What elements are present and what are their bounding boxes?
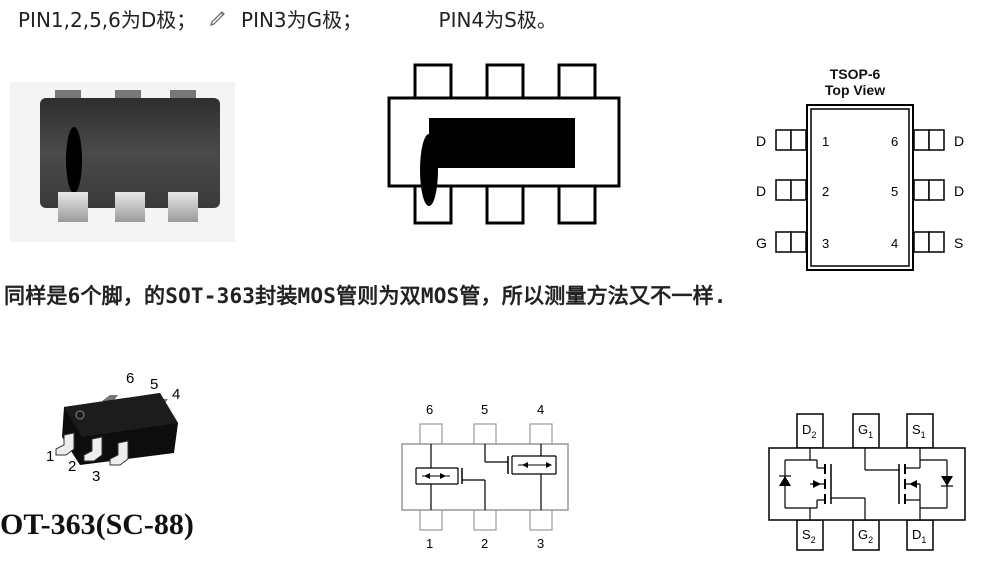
marking-block <box>429 118 575 168</box>
pin-g-text: PIN3为G极； <box>241 8 363 32</box>
pin1-marker <box>66 127 82 193</box>
pencil-icon <box>203 8 233 32</box>
right-pin-number: 4 <box>891 236 898 251</box>
chip-pin-bottom <box>168 192 198 222</box>
pin-number-top: 6 <box>126 370 134 387</box>
pin-d-text: PIN1,2,5,6为D极； <box>18 8 197 32</box>
right-pin-number: 6 <box>891 134 898 149</box>
tsop6-top-view-title: TSOP-6 Top View <box>808 66 902 98</box>
pin-number-bottom: 2 <box>68 458 76 475</box>
pin-label-g2: G2 <box>858 527 873 545</box>
pin-s-text: PIN4为S极。 <box>438 8 557 32</box>
chip-pin-bottom <box>58 192 88 222</box>
tsop6-pinout: D D G 1 2 3 6 5 4 D D S <box>756 104 964 271</box>
schematic-pin-top: 5 <box>481 402 488 417</box>
schematic-pin-top: 6 <box>426 402 433 417</box>
tsop6-chip-photo <box>10 82 235 242</box>
right-pin-label: D <box>954 133 964 149</box>
right-pin-number: 5 <box>891 184 898 199</box>
pin1-marker <box>420 134 438 206</box>
package-name: OT-363(SC-88) <box>0 508 194 541</box>
pin-number-top: 5 <box>150 376 158 393</box>
left-pin-number: 2 <box>822 184 829 199</box>
pin-number-bottom: 1 <box>46 448 54 465</box>
schematic-pin-top: 4 <box>537 402 544 417</box>
pin-label-s2: S2 <box>802 527 816 545</box>
tsop6-title: TSOP-6 <box>829 66 881 82</box>
pin-number-top: 4 <box>172 386 180 403</box>
right-pin-label: D <box>954 183 964 199</box>
pin-label-d2: D2 <box>802 422 816 440</box>
left-pin-number: 3 <box>822 236 829 251</box>
pin-label-g1: G1 <box>858 422 873 440</box>
dual-mos-note: 同样是6个脚，的SOT-363封装MOS管则为双MOS管，所以测量方法又不一样. <box>4 284 727 308</box>
schematic-pin-bottom: 1 <box>426 536 433 551</box>
pin-label-d1: D1 <box>912 527 926 545</box>
tsop6-outline-drawing <box>387 63 621 225</box>
pin-number-bottom: 3 <box>92 468 100 485</box>
left-pin-number: 1 <box>822 134 829 149</box>
left-pin-label: D <box>756 133 766 149</box>
sot363-chip-drawing: 6 5 4 1 2 3 <box>46 370 180 485</box>
schematic-pin-bottom: 3 <box>537 536 544 551</box>
chip-body <box>40 98 220 208</box>
dual-mos-pinout: D2 G1 S1 S2 G2 D1 <box>768 413 966 551</box>
chip-pin-bottom <box>115 192 145 222</box>
right-pin-label: S <box>954 235 963 251</box>
pin-description-line: PIN1,2,5,6为D极； PIN3为G极； PIN4为S极。 <box>18 4 557 33</box>
left-pin-label: G <box>756 235 767 251</box>
top-view-title: Top View <box>824 82 886 98</box>
schematic-pin-bottom: 2 <box>481 536 488 551</box>
left-pin-label: D <box>756 183 766 199</box>
pin-label-s1: S1 <box>912 422 926 440</box>
dual-mos-schematic: 6 5 4 1 2 3 <box>401 402 569 551</box>
